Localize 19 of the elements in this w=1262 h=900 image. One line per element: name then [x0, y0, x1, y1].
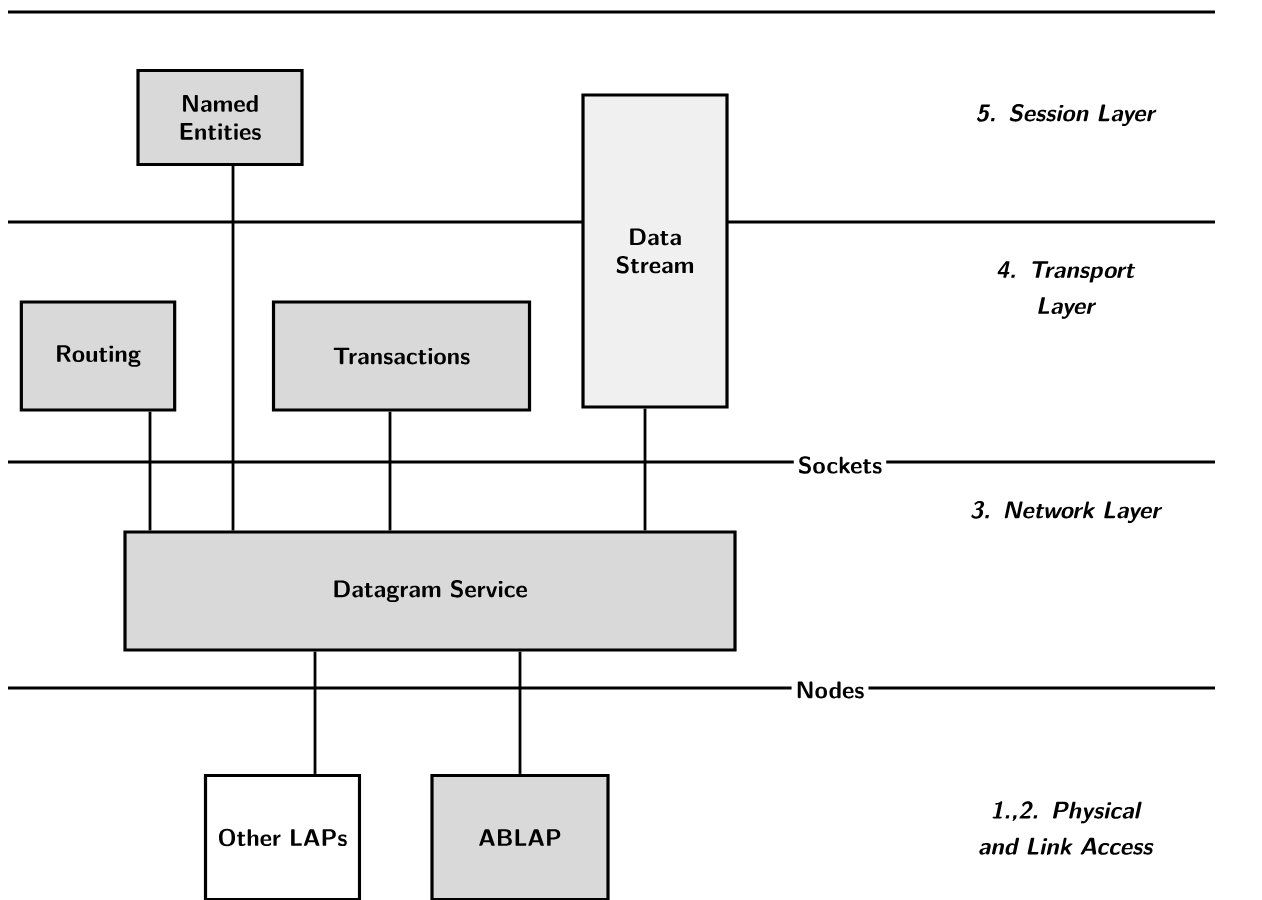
connector-line	[313, 651, 317, 774]
connector-line	[643, 408, 647, 531]
connector-line	[148, 411, 152, 531]
process-box: Transactions	[271, 300, 532, 412]
connector-line	[231, 166, 235, 531]
process-box: Other LAPs	[203, 773, 362, 900]
connector-line	[518, 651, 522, 774]
process-box: Data Stream	[581, 93, 729, 409]
process-box: Datagram Service	[123, 530, 737, 652]
layer-label: 1.,2. Physical and Link Access	[979, 801, 1154, 855]
process-box: Routing	[19, 300, 177, 412]
layer-label: 5. Session Layer	[977, 103, 1157, 127]
boundary-label: Sockets	[793, 452, 887, 478]
process-box: Named Entities	[136, 68, 304, 167]
boundary-label: Nodes	[791, 677, 869, 703]
layer-label: 3. Network Layer	[971, 500, 1163, 524]
layer-label: 4. Transport Layer	[997, 261, 1136, 319]
process-box: ABLAP	[430, 773, 610, 900]
connector-line	[388, 411, 392, 531]
